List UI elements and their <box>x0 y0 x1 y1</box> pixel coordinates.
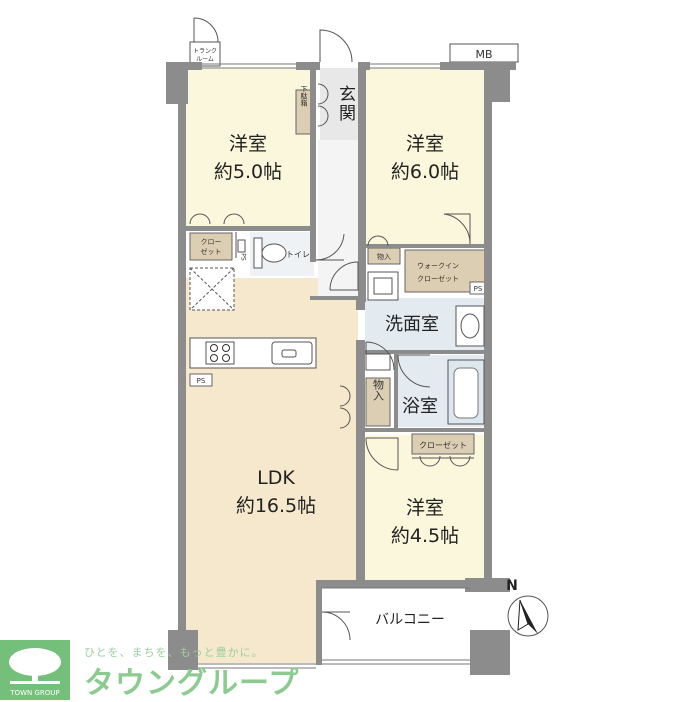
western-room-1-size: 約5.0帖 <box>214 161 282 183</box>
western-room-1-floor <box>184 68 310 228</box>
storage-mid <box>365 377 391 427</box>
closet-right-label: クローゼット <box>419 440 467 450</box>
ldk-name: LDK <box>257 467 295 489</box>
compass: N <box>506 578 549 637</box>
walls <box>166 62 516 675</box>
brand-name-jp: タウングループ <box>84 666 300 701</box>
toilet-label: トイレ <box>286 250 310 259</box>
doors <box>189 17 471 641</box>
bathroom-label: 浴室 <box>402 396 438 417</box>
bathtub <box>447 359 485 425</box>
closet-left <box>189 232 233 261</box>
brand-tagline: ひとを、まちを、もっと豊かに。 <box>84 646 264 659</box>
trunk-room-label-2: ルーム <box>196 56 214 63</box>
western-room-3-name: 洋室 <box>406 497 444 519</box>
balcony-label: バルコニー <box>375 612 445 628</box>
ldk-size: 約16.5帖 <box>236 495 316 517</box>
shoe-box-label: 下駄箱 <box>300 86 308 108</box>
compass-north-label: N <box>506 578 518 594</box>
western-room-2-floor <box>365 68 485 248</box>
north-arrow-icon <box>520 600 538 634</box>
ps-left-bottom-label: PS <box>197 377 206 385</box>
ps-right-label: PS <box>474 285 483 293</box>
mb-label: MB <box>475 48 492 61</box>
western-room-2-name: 洋室 <box>406 133 444 155</box>
western-room-2-size: 約6.0帖 <box>391 161 459 183</box>
walk-in-closet-label-2: クローゼット <box>417 274 459 283</box>
ps-left-top-label: PS <box>240 253 247 261</box>
ps-box-left-bottom <box>189 373 213 387</box>
entrance-floor <box>320 68 360 140</box>
trunk-room-label-1: トランク <box>193 48 217 55</box>
washroom-fixtures <box>365 271 485 371</box>
fridge-space <box>189 267 235 311</box>
kitchen-counter <box>189 337 317 369</box>
entrance-label: 玄関 <box>335 85 355 123</box>
windows <box>198 63 470 669</box>
storage-mid-label: 物入 <box>372 378 385 401</box>
brand-logo: TOWN GROUP <box>0 640 70 700</box>
closet-left-label-1: クロー <box>201 238 222 246</box>
tree-logo-icon <box>9 648 61 684</box>
western-room-3-floor <box>365 435 485 580</box>
western-room-1-name: 洋室 <box>229 133 267 155</box>
closet-rails <box>235 232 474 459</box>
washroom-label: 洗面室 <box>385 314 439 335</box>
hallway-floor <box>318 140 360 300</box>
western-room-3-size: 約4.5帖 <box>391 525 459 547</box>
closet-right <box>411 433 475 455</box>
brand-name-en: TOWN GROUP <box>10 689 60 697</box>
storage-small-label: 物入 <box>377 252 391 261</box>
toilet-fixture <box>237 237 287 269</box>
balcony-floor <box>320 588 485 663</box>
walk-in-closet-label-1: ウォークイン <box>417 262 459 270</box>
closet-left-label-2: ゼット <box>201 247 222 256</box>
